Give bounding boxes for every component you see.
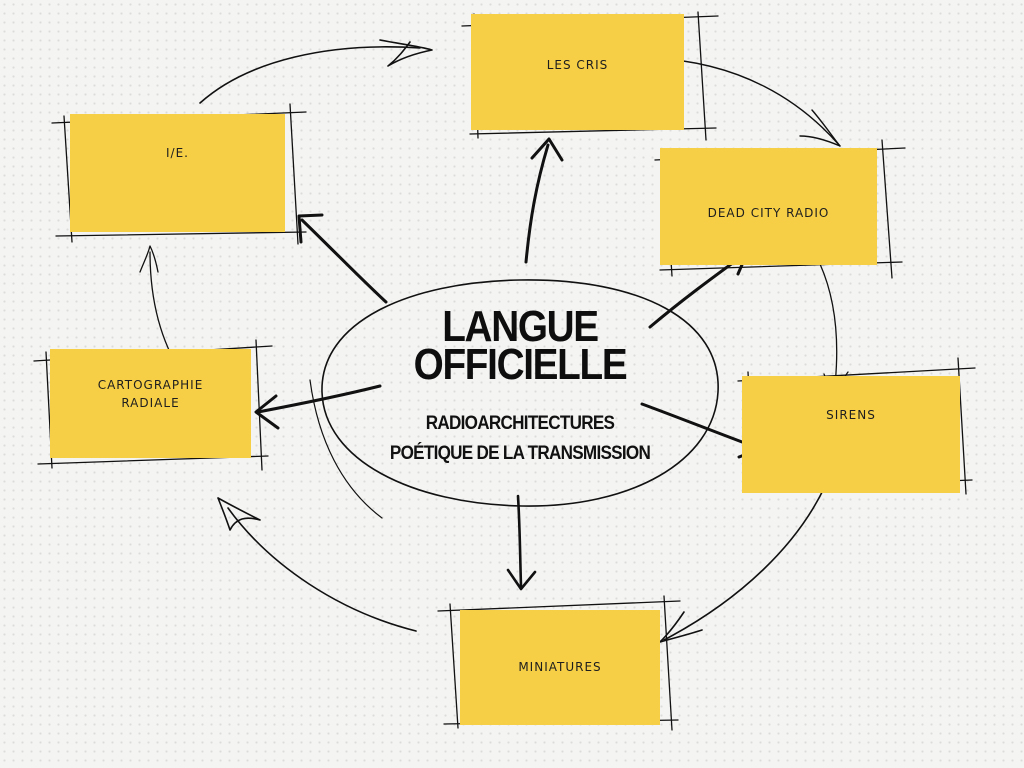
- central-subtitle-line-2: POÉTIQUE DE LA TRANSMISSION: [389, 443, 651, 464]
- arrow-center-to-les-cris: [524, 137, 564, 264]
- arrow-center-to-cartographie-radiale: [254, 384, 382, 430]
- note-les-cris-label: LES CRIS: [546, 58, 609, 72]
- note-sirens[interactable]: SIRENS: [742, 376, 960, 493]
- note-miniatures[interactable]: MINIATURES: [460, 610, 660, 725]
- note-dead-city-radio[interactable]: DEAD CITY RADIO: [660, 148, 877, 265]
- arrow-center-to-ie: [297, 213, 388, 304]
- note-ie-label: I/E.: [166, 146, 189, 160]
- note-ie[interactable]: I/E.: [70, 114, 285, 232]
- flow-ie-to-les-cris: [199, 39, 433, 104]
- note-miniatures-label: MINIATURES: [518, 659, 602, 674]
- note-cartographie-radiale[interactable]: CARTOGRAPHIE RADIALE: [50, 349, 251, 458]
- note-cartographie-radiale-label: CARTOGRAPHIE RADIALE: [97, 378, 204, 410]
- flow-miniatures-to-start: [217, 497, 417, 632]
- central-title: LANGUE OFFICIELLE: [397, 302, 643, 389]
- note-sirens-label: SIRENS: [826, 408, 876, 422]
- arrow-center-to-miniatures: [506, 494, 537, 591]
- central-subtitle-line-1: RADIOARCHITECTURES: [425, 413, 615, 434]
- central-title-line-1: LANGUE: [442, 302, 599, 351]
- note-les-cris[interactable]: LES CRIS: [471, 14, 684, 130]
- flow-sirens-to-miniatures: [659, 483, 827, 643]
- note-dead-city-radio-label: DEAD CITY RADIO: [707, 205, 830, 220]
- central-title-line-2: OFFICIELLE: [413, 340, 628, 389]
